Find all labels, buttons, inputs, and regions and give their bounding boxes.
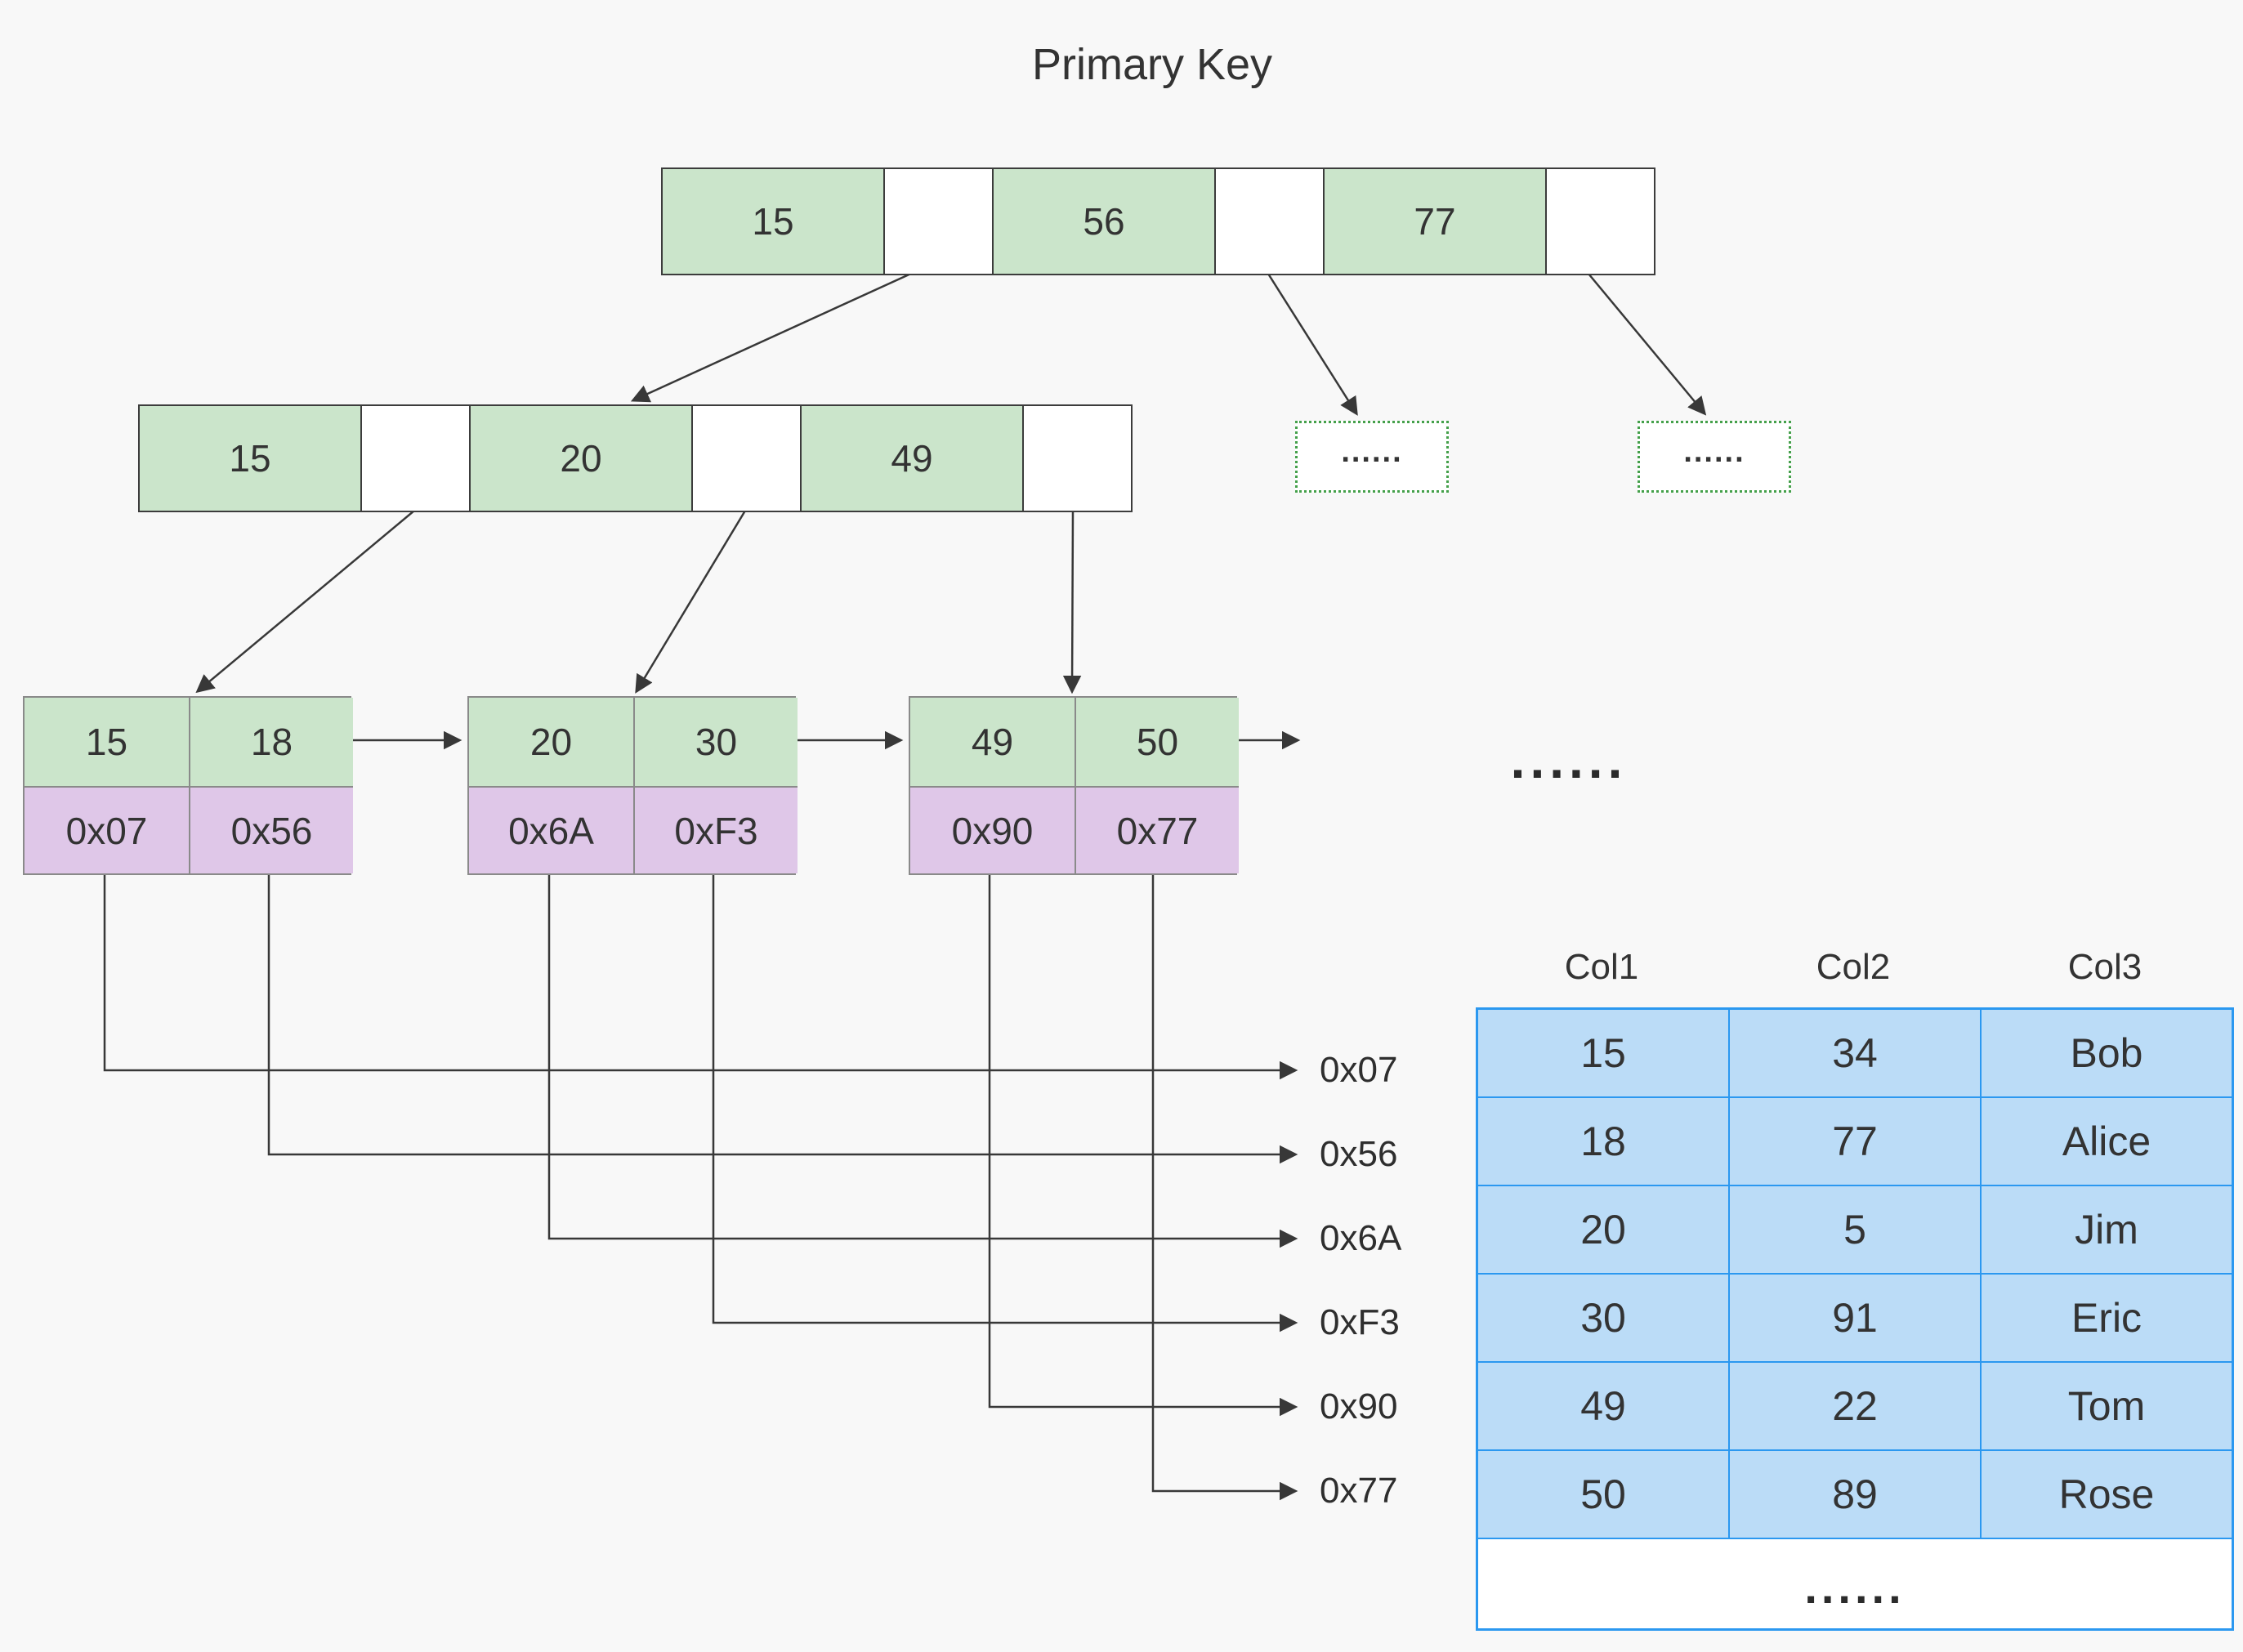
overflow-node-box: ...... xyxy=(1638,421,1791,493)
table-cell: 34 xyxy=(1729,1009,1981,1097)
table-header-row: Col1 Col2 Col3 xyxy=(1476,946,2231,989)
table-cell: 5 xyxy=(1729,1185,1981,1274)
internal-pointer-slot xyxy=(691,406,800,511)
pointer-label: 0x77 xyxy=(1320,1471,1398,1511)
leaf-key: 30 xyxy=(633,698,798,786)
table-cell: 91 xyxy=(1729,1274,1981,1362)
table-header: Col1 xyxy=(1564,947,1639,987)
table-cell: 77 xyxy=(1729,1097,1981,1185)
table-cell: Tom xyxy=(1981,1362,2232,1450)
table-cell: Bob xyxy=(1981,1009,2232,1097)
table-cell: 15 xyxy=(1477,1009,1729,1097)
leaf-pointer: 0x6A xyxy=(469,786,633,873)
root-pointer-slot xyxy=(1214,169,1323,274)
internal-key: 20 xyxy=(469,406,691,511)
pointer-label: 0x6A xyxy=(1320,1218,1402,1258)
table-cell: 30 xyxy=(1477,1274,1729,1362)
table-cell: 49 xyxy=(1477,1362,1729,1450)
table-cell: Eric xyxy=(1981,1274,2232,1362)
pointer-label: 0x07 xyxy=(1320,1050,1398,1090)
root-key: 56 xyxy=(992,169,1214,274)
table-cell: 20 xyxy=(1477,1185,1729,1274)
leaf-node-1: 15 18 0x07 0x56 xyxy=(23,696,353,875)
root-pointer-slot xyxy=(1545,169,1654,274)
internal-pointer-slot xyxy=(1022,406,1131,511)
leaf-pointer: 0x77 xyxy=(1075,786,1239,873)
internal-key: 49 xyxy=(800,406,1022,511)
diagram-title: Primary Key xyxy=(1031,40,1273,89)
internal-node: 15 20 49 xyxy=(138,404,1133,512)
leaf-node-3: 49 50 0x90 0x77 xyxy=(909,696,1239,875)
internal-pointer-slot xyxy=(360,406,469,511)
root-key: 77 xyxy=(1323,169,1545,274)
table-cell: Rose xyxy=(1981,1450,2232,1538)
pointer-label: 0x90 xyxy=(1320,1386,1398,1427)
root-node: 15 56 77 xyxy=(661,167,1655,275)
table-cell: 22 xyxy=(1729,1362,1981,1450)
table-cell: 18 xyxy=(1477,1097,1729,1185)
leaf-pointer: 0x56 xyxy=(189,786,353,873)
data-table: 15 34 Bob 18 77 Alice 20 5 Jim 30 91 Eri… xyxy=(1476,1007,2234,1631)
leaf-pointer: 0x07 xyxy=(25,786,189,873)
root-key: 15 xyxy=(663,169,883,274)
overflow-node-box: ...... xyxy=(1295,421,1449,493)
pointer-label: 0xF3 xyxy=(1320,1302,1400,1342)
internal-key: 15 xyxy=(140,406,360,511)
table-cell: Alice xyxy=(1981,1097,2232,1185)
table-cell: 89 xyxy=(1729,1450,1981,1538)
root-pointer-slot xyxy=(883,169,992,274)
leaf-key: 20 xyxy=(469,698,633,786)
table-header: Col3 xyxy=(2067,947,2142,987)
leaf-key: 18 xyxy=(189,698,353,786)
leaf-key: 15 xyxy=(25,698,189,786)
leaf-key: 50 xyxy=(1075,698,1239,786)
table-ellipsis-row: ...... xyxy=(1477,1538,2232,1629)
table-cell: Jim xyxy=(1981,1185,2232,1274)
pointer-label: 0x56 xyxy=(1320,1134,1398,1174)
leaf-chain-ellipsis: ...... xyxy=(1510,730,1628,789)
table-header: Col2 xyxy=(1816,947,1891,987)
leaf-pointer: 0xF3 xyxy=(633,786,798,873)
leaf-node-2: 20 30 0x6A 0xF3 xyxy=(467,696,798,875)
table-cell: 50 xyxy=(1477,1450,1729,1538)
leaf-pointer: 0x90 xyxy=(910,786,1075,873)
leaf-key: 49 xyxy=(910,698,1075,786)
